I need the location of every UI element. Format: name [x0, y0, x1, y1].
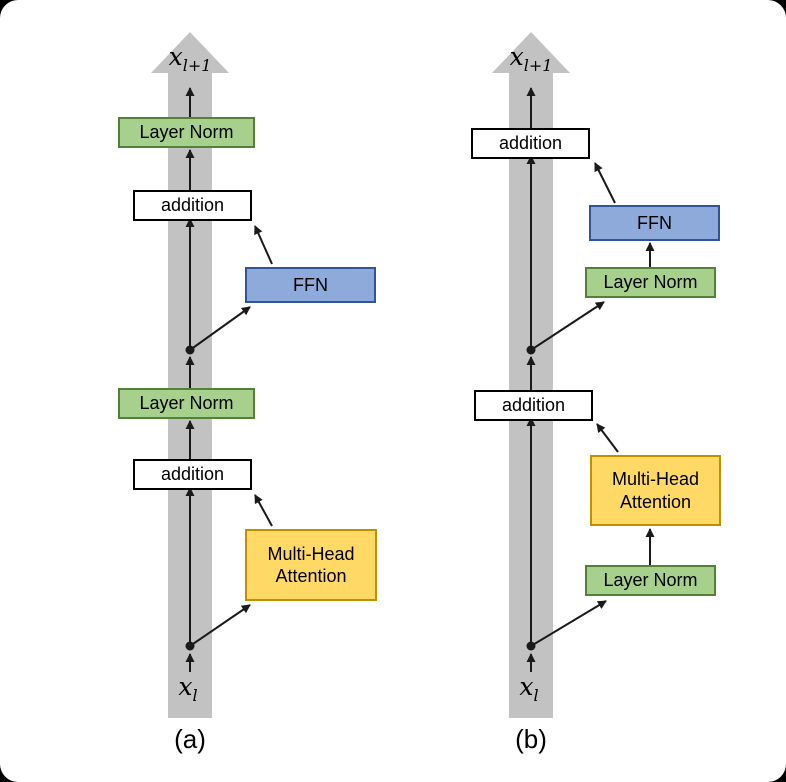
var-subscript: l: [533, 686, 539, 705]
var-x: x: [519, 672, 534, 701]
ffn-box: FFN: [589, 205, 720, 241]
multi-head-attention-box: Multi-Head Attention: [245, 529, 377, 601]
multi-head-attention-box: Multi-Head Attention: [590, 455, 721, 526]
layer-norm-box: Layer Norm: [118, 117, 255, 148]
input-label-b: xl: [519, 672, 538, 704]
addition-box: addition: [474, 390, 593, 421]
caption-b: (b): [515, 724, 547, 754]
input-label-a: xl: [178, 672, 197, 704]
addition-box: addition: [133, 459, 252, 490]
output-label-a: xl+1: [168, 42, 212, 74]
layer-norm-box: Layer Norm: [118, 388, 255, 419]
addition-box: addition: [471, 128, 590, 159]
caption-a: (a): [174, 724, 206, 754]
var-subscript: l+1: [523, 56, 553, 75]
var-x: x: [509, 42, 524, 71]
output-label-b: xl+1: [509, 42, 553, 74]
ffn-box: FFN: [245, 267, 376, 303]
var-subscript: l: [192, 686, 198, 705]
var-x: x: [168, 42, 183, 71]
layer-norm-box: Layer Norm: [585, 565, 716, 596]
flow-arrows-b: [526, 87, 655, 672]
addition-box: addition: [133, 190, 252, 221]
var-subscript: l+1: [182, 56, 212, 75]
var-x: x: [178, 672, 193, 701]
flow-arrows-a: [185, 87, 273, 672]
layer-norm-box: Layer Norm: [585, 267, 716, 298]
